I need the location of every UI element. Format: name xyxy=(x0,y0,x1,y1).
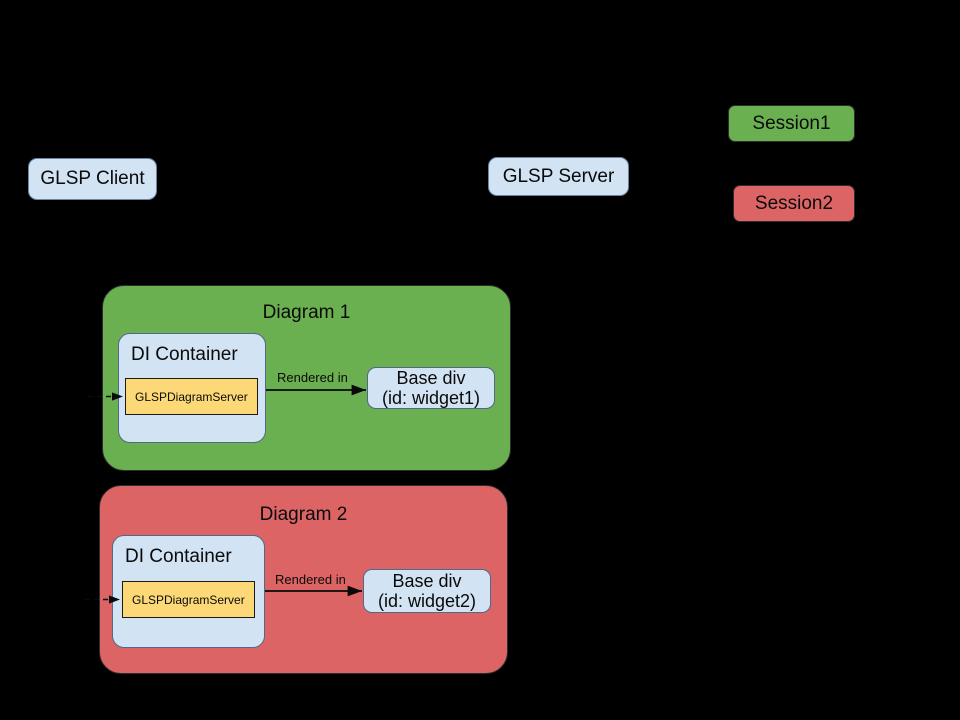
legend-session1-label: Session1 xyxy=(752,112,831,134)
di-container-2-title: DI Container xyxy=(125,546,232,567)
glsp-diagram-server-1-label: GLSPDiagramServer xyxy=(135,389,248,404)
node-glsp-client[interactable]: GLSP Client xyxy=(28,158,157,200)
glsp-diagram-server-1[interactable]: GLSPDiagramServer xyxy=(125,378,258,415)
base-div-2-line1: Base div xyxy=(392,570,462,591)
node-glsp-server-label: GLSP Server xyxy=(502,165,615,187)
diagram-group-1-title: Diagram 1 xyxy=(262,302,351,323)
base-div-1[interactable]: Base div(id: widget1) xyxy=(367,367,495,409)
legend-session2-label: Session2 xyxy=(754,192,834,214)
base-div-2-line2: (id: widget2) xyxy=(377,591,477,611)
base-div-1-line1: Base div xyxy=(396,367,466,388)
edge-label-rendered-in-1: Rendered in xyxy=(277,370,348,385)
base-div-1-line2: (id: widget1) xyxy=(381,388,481,408)
node-glsp-client-label: GLSP Client xyxy=(40,168,145,190)
di-container-1-title: DI Container xyxy=(131,344,238,365)
glsp-diagram-server-2-label: GLSPDiagramServer xyxy=(132,592,245,607)
base-div-2-label: Base div(id: widget2) xyxy=(378,571,476,611)
edge-label-rendered-in-2: Rendered in xyxy=(275,572,346,587)
base-div-2[interactable]: Base div(id: widget2) xyxy=(363,569,491,613)
base-div-1-label: Base div(id: widget1) xyxy=(382,368,480,408)
legend-session1[interactable]: Session1 xyxy=(728,105,855,142)
diagram-group-2-title: Diagram 2 xyxy=(259,504,348,525)
node-glsp-server[interactable]: GLSP Server xyxy=(488,157,629,196)
legend-session2[interactable]: Session2 xyxy=(733,185,855,222)
glsp-diagram-server-2[interactable]: GLSPDiagramServer xyxy=(122,581,255,618)
